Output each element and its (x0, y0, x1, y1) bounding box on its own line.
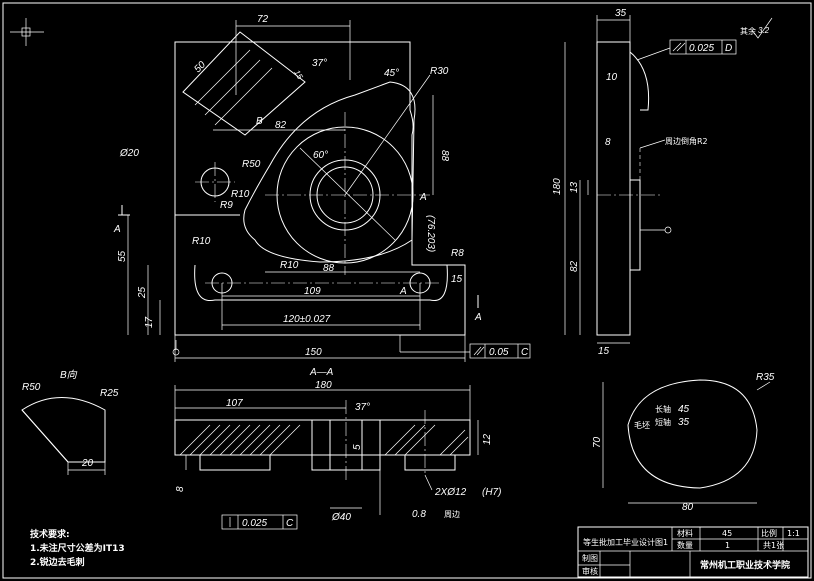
dim-r10-left: R10 (192, 236, 211, 247)
blank-key1: 长轴 (655, 404, 671, 414)
side-dim-13: 13 (569, 181, 580, 193)
dim-55: 55 (117, 250, 128, 262)
b-view-20: 20 (81, 458, 94, 469)
dim-50: 50 (192, 59, 208, 75)
dim-120: 120±0.027 (283, 314, 331, 325)
title-block-checked: 审核 (582, 566, 598, 576)
blank-r35: R35 (756, 372, 775, 383)
title-block-qty: 1 (725, 541, 730, 550)
side-view (564, 15, 773, 344)
blank-80: 80 (682, 502, 694, 513)
label-b: B (256, 116, 263, 127)
blank-label: 毛坯 (634, 420, 650, 430)
section-mark-a-left: A (113, 224, 121, 235)
section-dim-8: 8 (175, 486, 186, 492)
title-block-drawn: 制图 (582, 553, 598, 563)
dim-r50: R50 (242, 159, 261, 170)
section-dim-5: 5 (352, 444, 363, 450)
title-block-scale-label: 比例 (761, 528, 777, 538)
b-view-r50: R50 (22, 382, 41, 393)
perp-tolerance-value: 0.025 (242, 518, 267, 529)
dim-88-horizontal: 88 (323, 263, 335, 274)
section-mark-a-flange: A (399, 286, 407, 297)
b-view (21, 397, 106, 475)
title-block (577, 526, 809, 578)
roughness-value: 3.2 (758, 26, 770, 35)
perp-tolerance-ref: C (286, 518, 294, 529)
side-dim-82: 82 (569, 260, 580, 272)
dim-15-right: 15 (451, 274, 463, 285)
dim-82: 82 (275, 120, 287, 131)
dim-76-203: (76.203) (425, 215, 436, 252)
dim-r9: R9 (220, 200, 233, 211)
title-block-name: 等生批加工毕业设计图1 (583, 537, 668, 547)
title-block-school: 常州机工职业技术学院 (700, 559, 790, 571)
side-dim-15: 15 (598, 346, 610, 357)
b-view-title: B向 (60, 369, 78, 381)
cursor-crosshair-icon (10, 18, 44, 46)
section-fit: (H7) (482, 487, 501, 498)
dim-150: 150 (305, 347, 322, 358)
section-title: A—A (309, 367, 334, 378)
section-dim-180: 180 (315, 380, 332, 391)
blank-val2: 35 (678, 417, 690, 428)
title-block-material: 45 (722, 529, 732, 538)
notes-item-1: 1.未注尺寸公差为IT13 (30, 542, 125, 554)
dim-45deg: 45° (384, 68, 399, 79)
front-view (118, 20, 531, 362)
blank-view (602, 379, 771, 504)
side-dim-8: 8 (605, 137, 611, 148)
dim-r10-lower: R10 (280, 260, 299, 271)
section-dim-d40: Ø40 (331, 512, 351, 523)
dim-25: 25 (137, 286, 148, 299)
side-dim-35: 35 (615, 8, 627, 19)
side-dim-10: 10 (606, 72, 618, 83)
dim-r30: R30 (430, 66, 449, 77)
blank-70: 70 (592, 436, 603, 448)
dim-r8: R8 (451, 248, 464, 259)
dim-d20: Ø20 (119, 148, 139, 159)
section-rough-around: 周边 (444, 509, 460, 519)
notes-item-2: 2.锐边去毛刺 (30, 556, 85, 568)
flatness-tolerance-value: 0.025 (689, 43, 714, 54)
parallel-tolerance-value: 0.05 (489, 347, 509, 358)
dim-37: 37° (312, 58, 327, 69)
title-block-scale: 1:1 (787, 529, 800, 538)
section-mark-a-center: A (419, 192, 427, 203)
dim-88-vertical: 88 (439, 150, 450, 162)
parallel-tolerance-ref: C (521, 347, 529, 358)
dim-r10-upper: R10 (231, 189, 250, 200)
flatness-tolerance-ref: D (725, 43, 732, 54)
section-dim-107: 107 (226, 398, 243, 409)
dim-17: 17 (144, 316, 155, 328)
notes-title: 技术要求: (30, 528, 70, 540)
blank-val1: 45 (678, 404, 690, 415)
dim-60: 60° (313, 150, 328, 161)
section-mark-a-right: A (474, 312, 482, 323)
chamfer-note: 周边倒角R2 (665, 136, 708, 146)
section-a-a (174, 385, 479, 530)
dim-109: 109 (304, 286, 321, 297)
section-holes: 2XØ12 (434, 487, 467, 498)
title-block-sheet: 共1张 (763, 541, 784, 550)
title-block-material-label: 材料 (677, 528, 693, 538)
blank-key2: 短轴 (655, 417, 671, 427)
roughness-note: 其余 (740, 26, 756, 36)
b-view-r25: R25 (100, 388, 119, 399)
title-block-qty-label: 数量 (677, 540, 693, 550)
section-dim-0-8: 0.8 (412, 509, 426, 520)
dim-72: 72 (257, 14, 269, 25)
side-dim-180: 180 (552, 178, 563, 195)
section-dim-37: 37° (355, 402, 370, 413)
section-dim-12: 12 (482, 433, 493, 445)
dim-15: 15 (292, 69, 305, 82)
